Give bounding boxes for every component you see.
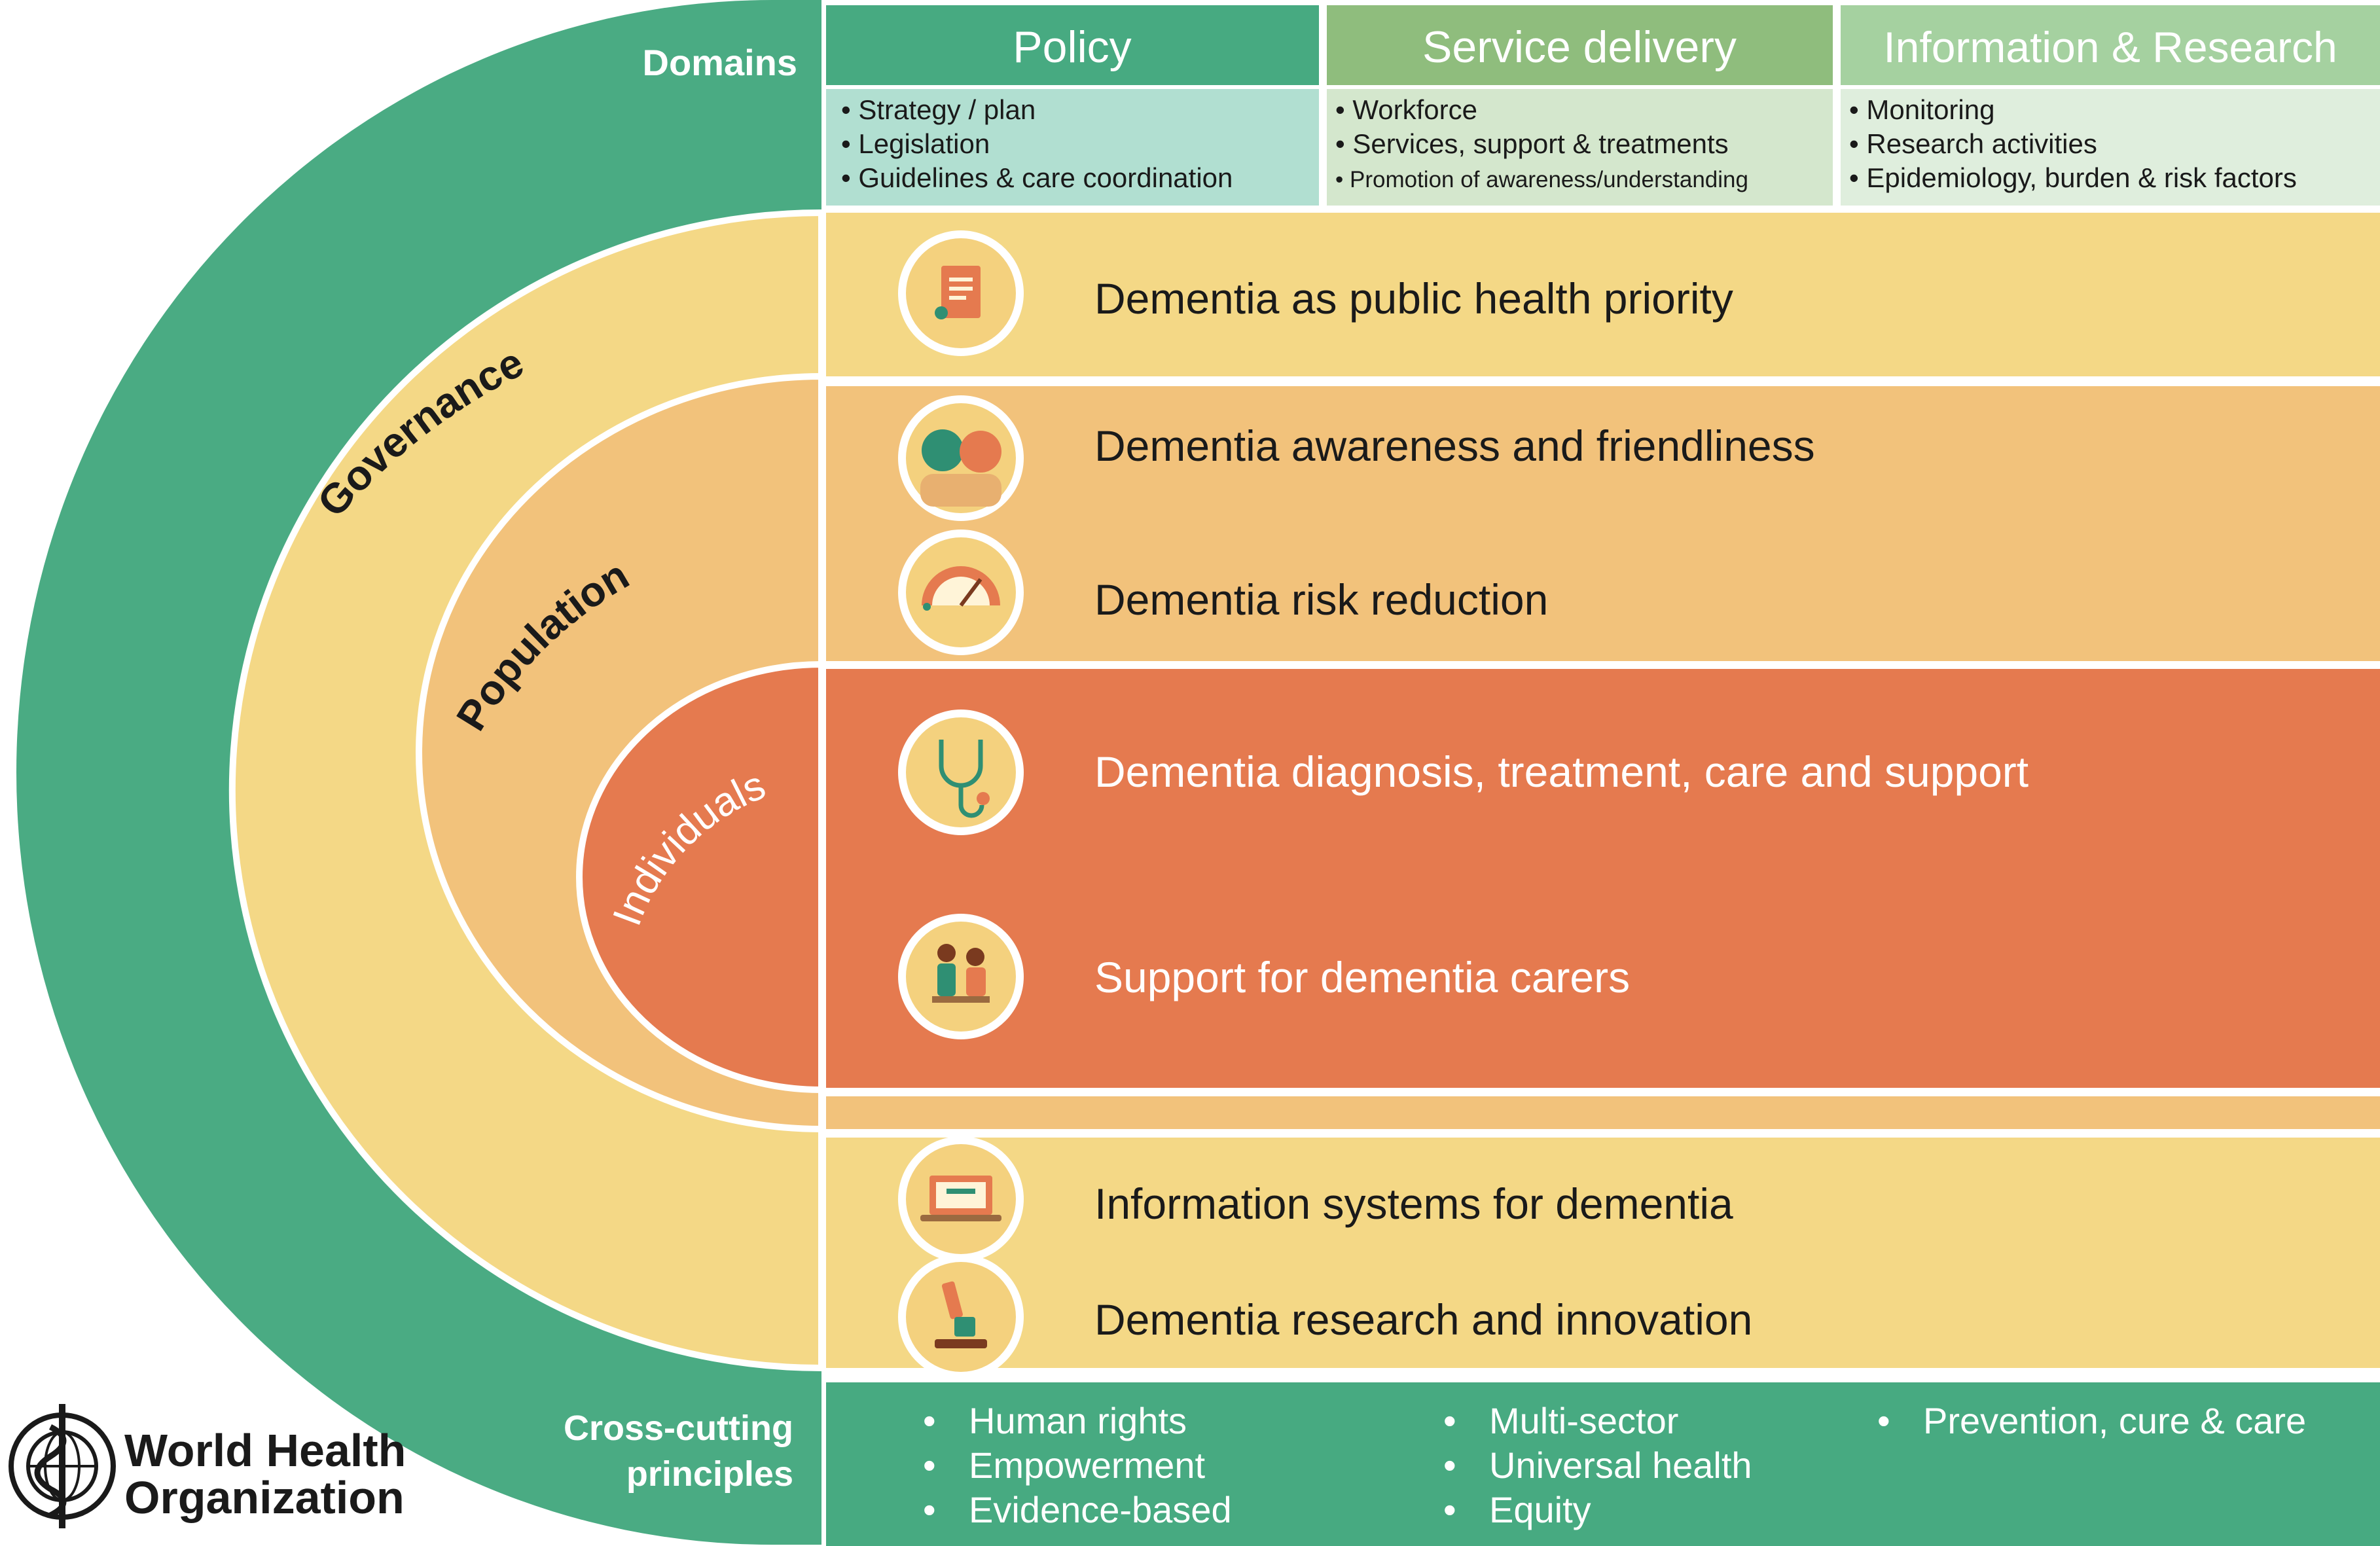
who-logo: World Health Organization [9,1404,406,1528]
domain-policy: Policy [826,5,1319,206]
area-label: Dementia research and innovation [1094,1295,1752,1344]
areas-list: Dementia as public health priorityDement… [898,230,2028,1380]
area-label: Dementia risk reduction [1094,575,1548,624]
area-label: Information systems for dementia [1094,1179,1733,1228]
band-governance-bottom [826,1138,2380,1368]
principle-item: • Empowerment [923,1445,1205,1486]
bullet: • [1443,1400,1456,1441]
area-item: Dementia risk reduction [898,530,1548,655]
principle-item: • Equity [1443,1489,1591,1530]
area-item: Dementia diagnosis, treatment, care and … [898,710,2028,835]
domain-item: • Monitoring [1849,94,1994,125]
cross-cutting-band [826,1382,2380,1546]
principle-item: • Human rights [923,1400,1187,1441]
principle-item: • Universal health [1443,1445,1752,1486]
people-icon [898,395,1024,521]
domain-information-research: Information & Research [1841,5,2380,206]
stethoscope-icon [898,710,1024,835]
principle-item: • Multi-sector [1443,1400,1678,1441]
domain-information-research-title: Information & Research [1883,23,2337,71]
domain-item-text: Guidelines & care coordination [858,162,1233,193]
area-item: Dementia as public health priority [898,230,1733,356]
area-item: Dementia awareness and friendliness [898,395,1815,521]
domain-item: • Research activities [1849,128,2097,159]
who-logo-line2: Organization [124,1472,405,1523]
band-individuals [826,669,2380,1088]
laptop-icon [898,1136,1024,1262]
domain-service-delivery-title: Service delivery [1422,22,1737,72]
gauge-icon [898,530,1024,655]
domain-item-text: Legislation [858,128,990,159]
domain-item-text: Strategy / plan [858,94,1036,125]
principle-item: • Prevention, cure & care [1877,1400,2306,1441]
area-label: Dementia diagnosis, treatment, care and … [1094,747,2028,796]
principle-label: Multi-sector [1489,1400,1678,1441]
domain-item: • Workforce [1335,94,1477,125]
domain-policy-title: Policy [1013,22,1131,72]
bullet: • [923,1400,936,1441]
principle-label: Universal health [1489,1445,1752,1486]
bullet: • [1443,1445,1456,1486]
band-governance-top [826,213,2380,376]
area-item: Information systems for dementia [898,1136,1733,1262]
microscope-icon [898,1254,1024,1380]
cross-cutting-label-line1: Cross-cutting [564,1409,793,1448]
domain-item: • Legislation [841,128,990,159]
carer-icon [898,914,1024,1039]
domain-item-text: Epidemiology, burden & risk factors [1866,162,2297,193]
domain-item-text: Services, support & treatments [1352,128,1728,159]
document-icon [898,230,1024,356]
domain-item: • Epidemiology, burden & risk factors [1849,162,2297,193]
cross-cutting-label-line2: principles [626,1454,793,1494]
domain-item-text: Workforce [1352,94,1477,125]
domain-item-text: Promotion of awareness/understanding [1350,167,1748,192]
area-label: Dementia as public health priority [1094,274,1733,323]
principle-label: Prevention, cure & care [1923,1400,2306,1441]
domain-item: • Promotion of awareness/understanding [1335,167,1748,192]
bullet: • [923,1445,936,1486]
principle-item: • Evidence-based [923,1489,1232,1530]
principle-label: Equity [1489,1489,1591,1530]
principles-list: • Human rights • Empowerment • Evidence-based… [923,1400,2306,1530]
domains-label: Domains [643,42,798,83]
domain-service-delivery: Service delivery [1327,5,1833,206]
principle-label: Human rights [969,1400,1187,1441]
band-population [826,386,2380,661]
area-item: Dementia research and innovation [898,1254,1752,1380]
domain-item-text: Monitoring [1866,94,1994,125]
who-emblem-icon [9,1404,116,1528]
domain-items: • Strategy / plan• Legislation• Guidelin… [841,94,2297,193]
bullet: • [923,1489,936,1530]
domain-item: • Guidelines & care coordination [841,162,1233,193]
area-label: Support for dementia carers [1094,953,1630,1001]
principle-label: Evidence-based [969,1489,1232,1530]
area-item: Support for dementia carers [898,914,1630,1039]
principle-label: Empowerment [969,1445,1205,1486]
domain-item: • Strategy / plan [841,94,1036,125]
band-population-bottom [826,1096,2380,1129]
who-logo-line1: World Health [124,1425,406,1476]
bullet: • [1443,1489,1456,1530]
domain-item-text: Research activities [1866,128,2097,159]
individuals-ring [576,660,825,1094]
area-label: Dementia awareness and friendliness [1094,422,1815,470]
bullet: • [1877,1400,1890,1441]
domain-item: • Services, support & treatments [1335,128,1729,159]
